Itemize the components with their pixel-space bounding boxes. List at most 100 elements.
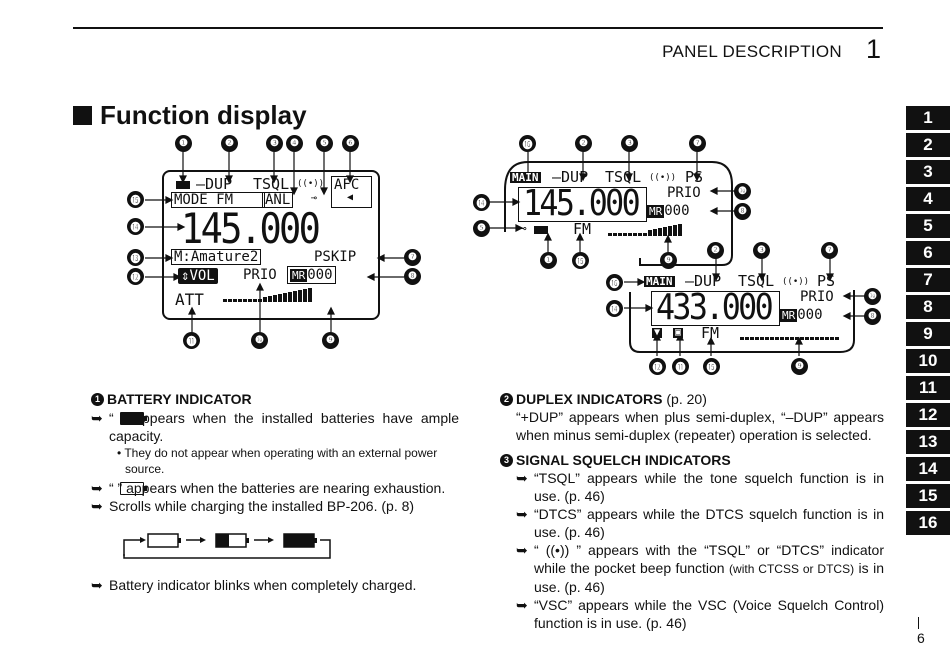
section-header: PANEL DESCRIPTION — [662, 42, 842, 61]
lcd3-main: MAIN — [644, 275, 675, 288]
lcd1-frequency: 145.000 — [181, 204, 321, 253]
callout-2-b: ❷ — [575, 135, 592, 152]
chapter-tab-5[interactable]: 5 — [906, 214, 950, 238]
lcd3-ps: PS — [817, 272, 836, 290]
callout-9-b: ❾ — [660, 252, 677, 269]
lcd1-dup: –DUP — [196, 175, 233, 193]
callout-6: ❻ — [342, 135, 359, 152]
callout-8-b: ❽ — [734, 203, 751, 220]
chapter-tab-14[interactable]: 14 — [906, 457, 950, 481]
chapter-tab-2[interactable]: 2 — [906, 133, 950, 157]
lcd3-outline — [624, 252, 865, 356]
chapter-tab-3[interactable]: 3 — [906, 160, 950, 184]
chapter-tab-4[interactable]: 4 — [906, 187, 950, 211]
chapter-tab-9[interactable]: 9 — [906, 322, 950, 346]
arrow-bullet-icon: ➥ — [91, 410, 103, 426]
lcd2-battery-icon — [534, 226, 548, 234]
lcd1-tsql: TSQL — [253, 175, 290, 193]
callout-12: ⓬ — [127, 268, 144, 285]
page-title: Function display — [73, 100, 307, 131]
callout-5-b: ❺ — [473, 220, 490, 237]
key-lock-icon: ⊸ — [311, 193, 318, 204]
callout-10-c: ❿ — [864, 288, 881, 305]
callout-1-b: ❶ — [540, 252, 557, 269]
pocket-beep-icon: ((•)) — [297, 179, 325, 189]
chapter-tab-12[interactable]: 12 — [906, 403, 950, 427]
callout-12-b: ⓬ — [649, 358, 666, 375]
chapter-tab-6[interactable]: 6 — [906, 241, 950, 265]
lcd2-s-meter — [608, 224, 682, 236]
lcd1-afc-box: AFC — [331, 176, 372, 208]
chapter-tab-10[interactable]: 10 — [906, 349, 950, 373]
callout-11: ⓫ — [183, 332, 200, 349]
chapter-tab-11[interactable]: 11 — [906, 376, 950, 400]
callout-2-c: ❷ — [707, 242, 724, 259]
lcd3-prio: PRIO — [800, 289, 834, 305]
callout-14-b: ⓮ — [473, 194, 490, 211]
lcd3-dup: –DUP — [685, 272, 722, 290]
lcd3-fm: FM — [701, 324, 720, 342]
lcd3-tsql: TSQL — [738, 272, 775, 290]
header-rule — [73, 27, 883, 29]
lcd2-fm: FM — [573, 220, 592, 238]
lcd2-ps: PS — [685, 168, 704, 186]
callout-3-c: ❸ — [753, 242, 770, 259]
callout-9: ❾ — [322, 332, 339, 349]
chapter-tab-13[interactable]: 13 — [906, 430, 950, 454]
speaker-icon: ◀ — [347, 192, 354, 203]
callout-2: ❷ — [221, 135, 238, 152]
lcd2-frequency: 145.000 — [523, 183, 641, 224]
battery-icon — [176, 181, 190, 189]
lcd2-freq-box — [518, 187, 647, 222]
lcd3-beep-icon: ((•)) — [782, 277, 810, 287]
page-divider — [918, 617, 919, 629]
chapter-tab-15[interactable]: 15 — [906, 484, 950, 508]
chapter-tab-8[interactable]: 8 — [906, 295, 950, 319]
callout-leaders — [145, 152, 404, 332]
battery-empty-icon — [120, 482, 147, 495]
lcd1-mode: MODE FM — [171, 192, 265, 208]
lcd3-icon-a: ▼ — [652, 327, 663, 338]
callout-7-c: ❼ — [821, 242, 838, 259]
page-number: 6 — [917, 630, 925, 646]
lcd2-prio: PRIO — [667, 185, 701, 201]
lcd2-tsql: TSQL — [605, 168, 642, 186]
callout-16: ⓰ — [519, 135, 536, 152]
lcd2-key-icon: ⊸ — [520, 222, 527, 235]
callout-14: ⓮ — [127, 218, 144, 235]
lcd1-pskip: PSKIP — [314, 249, 357, 265]
chapter-tab-7[interactable]: 7 — [906, 268, 950, 292]
lcd2-main: MAIN — [510, 171, 541, 184]
arrow-bullet-icon: ➥ — [91, 480, 103, 496]
s-meter-bars — [223, 288, 312, 302]
callout-1-text: 1 — [91, 392, 104, 406]
chapter-tab-1[interactable]: 1 — [906, 106, 950, 130]
callout-13: ⓭ — [127, 249, 144, 266]
arrow-bullet-icon: ➥ — [516, 506, 528, 522]
lcd1-prio: PRIO — [243, 267, 277, 283]
callout-3: ❸ — [266, 135, 283, 152]
callout-3-b: ❸ — [621, 135, 638, 152]
callout-7: ❼ — [404, 249, 421, 266]
callout-3-text: 3 — [500, 453, 513, 467]
callout-11-b: ⓫ — [672, 358, 689, 375]
callout-10-b: ❿ — [734, 183, 751, 200]
callout-9-c: ❾ — [791, 358, 808, 375]
chapter-tab-16[interactable]: 16 — [906, 511, 950, 535]
chapter-number: 1 — [866, 34, 882, 64]
duplex-body: “+DUP” appears when plus semi-duplex, “–… — [516, 409, 884, 443]
callout-1: ❶ — [175, 135, 192, 152]
lcd3-frequency: 433.000 — [656, 287, 774, 328]
arrow-bullet-icon: ➥ — [91, 498, 103, 514]
callout-16-b: ⓰ — [606, 274, 623, 291]
callout-15: ⓯ — [127, 191, 144, 208]
callout-15-c: ⓯ — [703, 358, 720, 375]
arrow-bullet-icon: ➥ — [91, 577, 103, 593]
lcd3-s-meter — [740, 328, 839, 340]
callout-10: ❿ — [251, 332, 268, 349]
